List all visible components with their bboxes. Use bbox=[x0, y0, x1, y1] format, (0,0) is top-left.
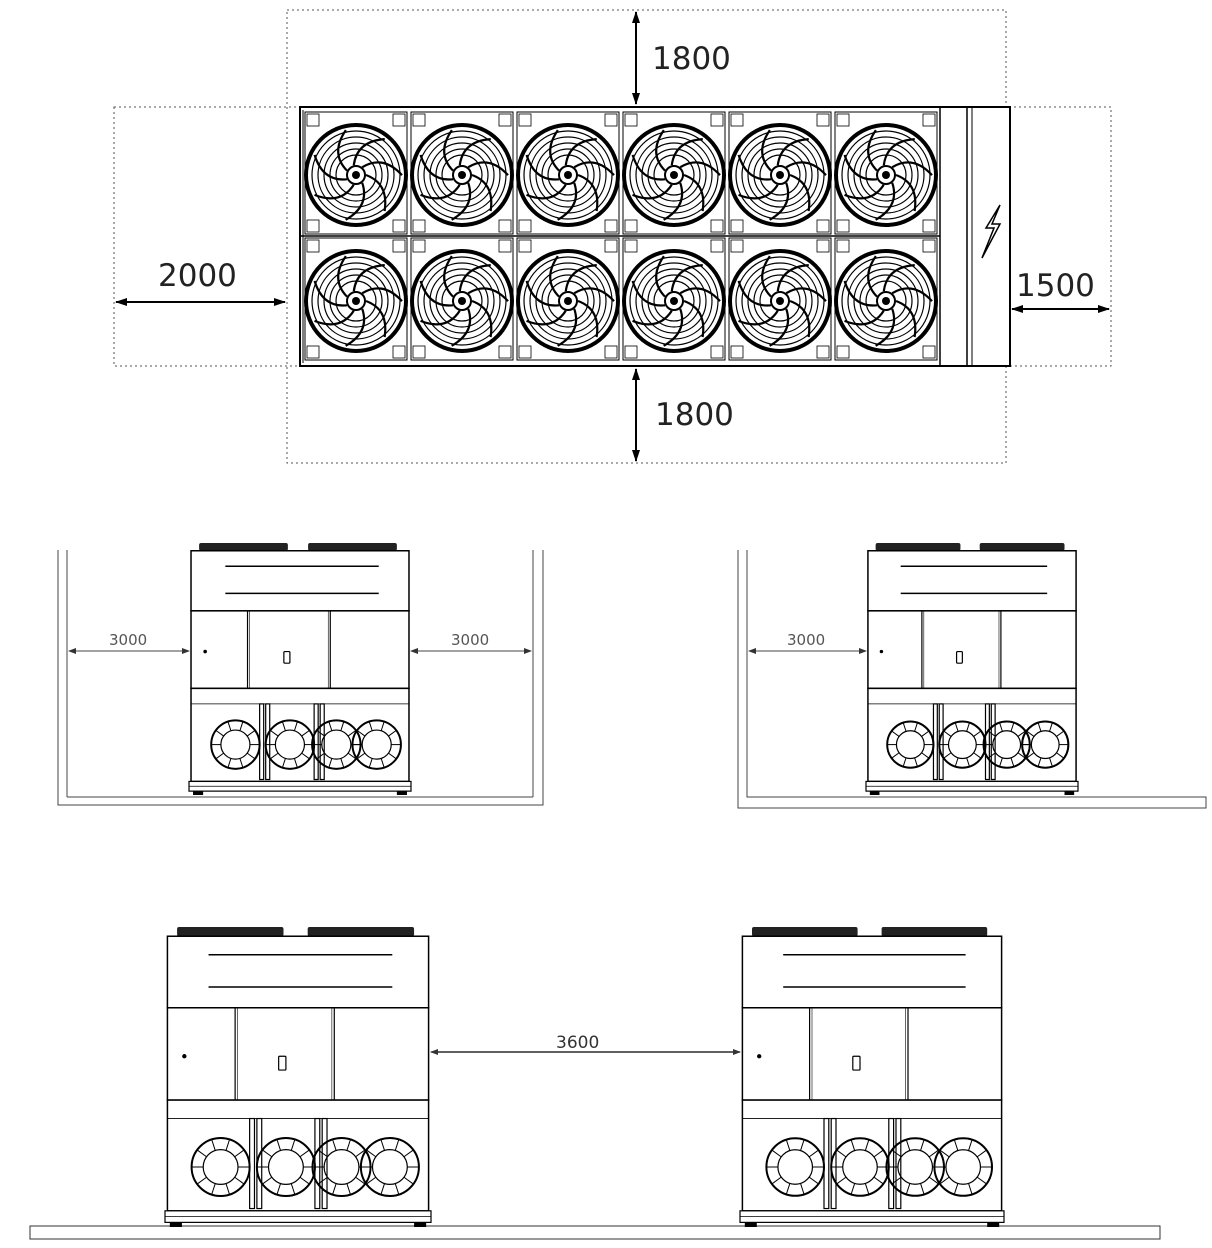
fan-icon bbox=[410, 111, 514, 235]
dim-label-side-left: 3000 bbox=[109, 631, 147, 649]
fan-icon bbox=[728, 111, 832, 235]
fan-icon bbox=[516, 237, 620, 361]
fan-icon bbox=[728, 237, 832, 361]
fan-icon bbox=[622, 111, 726, 235]
fan-icon bbox=[516, 111, 620, 235]
dim-label-left: 2000 bbox=[158, 258, 237, 294]
dim-label-side-right: 3000 bbox=[451, 631, 489, 649]
clearance-zone-horizontal bbox=[113, 106, 1112, 367]
side-view-single-wall: 3000 bbox=[737, 543, 1207, 809]
wall-enclosure-left bbox=[737, 550, 1207, 809]
fan-icon bbox=[304, 237, 408, 361]
fan-icon bbox=[834, 237, 938, 361]
side-view-double-wall: 3000 3000 bbox=[57, 543, 544, 806]
dim-label-between: 3600 bbox=[556, 1033, 599, 1053]
dim-label-right: 1500 bbox=[1016, 268, 1095, 304]
unit-side-view bbox=[865, 543, 1079, 795]
ground-slab bbox=[29, 1225, 1161, 1240]
fan-icon bbox=[410, 237, 514, 361]
fan-icon bbox=[304, 111, 408, 235]
dim-label-bottom: 1800 bbox=[655, 397, 734, 433]
unit-side-view bbox=[188, 543, 412, 795]
fan-icon bbox=[622, 237, 726, 361]
dim-label-top: 1800 bbox=[652, 41, 731, 77]
plan-view: 1800 1800 2000 1500 bbox=[113, 9, 1112, 464]
unit-front-view-right bbox=[739, 927, 1005, 1227]
front-view-pair: 3600 bbox=[29, 927, 1161, 1240]
wall-enclosure-left-right bbox=[57, 550, 544, 806]
fan-grid bbox=[304, 111, 938, 361]
fan-icon bbox=[834, 111, 938, 235]
unit-front-view-left bbox=[164, 927, 432, 1227]
dim-label-single-left: 3000 bbox=[787, 631, 825, 649]
lightning-bolt-icon bbox=[981, 204, 1002, 259]
